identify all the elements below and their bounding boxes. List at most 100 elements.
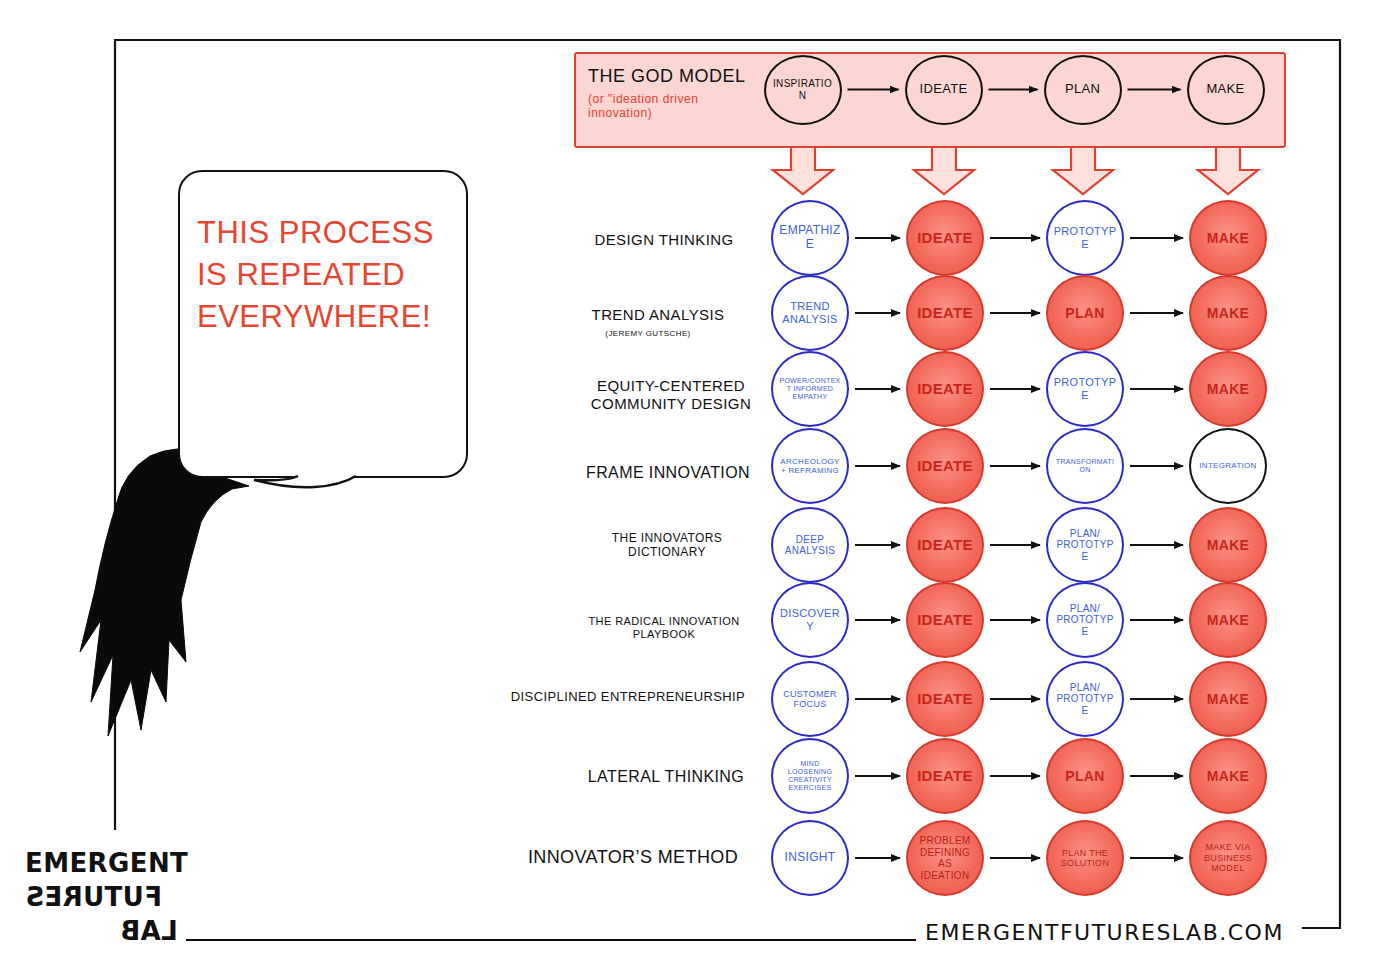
flow-arrow: [855, 698, 900, 700]
bubble-tail-fill: [254, 474, 356, 487]
flow-arrow: [1130, 857, 1183, 859]
row-label: FRAME INNOVATION: [563, 463, 773, 482]
circle-text: MAKE: [1193, 381, 1263, 397]
circle-text: PLAN/ PROTOTYPE: [1050, 603, 1120, 638]
stage-circle: EMPATHIZE: [771, 200, 849, 276]
flow-arrow: [1128, 89, 1181, 91]
ideation-circle: IDEATE: [906, 351, 984, 427]
flow-arrow: [1130, 312, 1183, 314]
ideation-circle: MAKE: [1189, 661, 1267, 737]
flow-arrow: [990, 619, 1040, 621]
logo-text: LAB: [120, 916, 178, 947]
model-subtitle: (or "ideation driven innovation): [588, 92, 728, 121]
row-label: EQUITY-CENTERED COMMUNITY DESIGN: [583, 377, 759, 413]
ideation-circle: MAKE VIA BUSINESS MODEL: [1189, 820, 1267, 896]
flow-arrow: [990, 237, 1040, 239]
stage-circle: PLAN/ PROTOTYPE: [1046, 507, 1124, 583]
circle-text: IDEATE: [910, 690, 980, 707]
flow-arrow: [848, 89, 899, 91]
flow-arrow: [990, 775, 1040, 777]
bubble-tail: [254, 476, 356, 487]
circle-text: DISCOVERY: [775, 607, 845, 632]
stage-circle: POWER/CONTEXT INFORMED EMPATHY: [771, 351, 849, 427]
hollow-arrow: [773, 147, 833, 194]
stage-circle: CUSTOMER FOCUS: [771, 661, 849, 737]
stage-circle: DEEP ANALYSIS: [771, 507, 849, 583]
circle-text: ARCHEOLOGY + REFRAMING: [775, 457, 845, 475]
flow-arrow: [990, 312, 1040, 314]
flow-arrow: [990, 544, 1040, 546]
circle-text: INSIGHT: [775, 851, 845, 865]
circle-text: IDEATE: [910, 380, 980, 397]
stage-circle: TRANSFORMATION: [1046, 428, 1124, 504]
stage-circle: PROTOTYPE: [1046, 200, 1124, 276]
stage-circle: DISCOVERY: [771, 582, 849, 658]
circle-text: TREND ANALYSIS: [775, 300, 845, 325]
flow-arrow: [855, 388, 900, 390]
ideation-circle: MAKE: [1189, 200, 1267, 276]
circle-text: PLAN: [1048, 82, 1118, 97]
stage-circle: IDEATE: [905, 55, 983, 125]
circle-text: MAKE VIA BUSINESS MODEL: [1193, 842, 1263, 873]
circle-text: MAKE: [1193, 230, 1263, 246]
frame-line: [186, 939, 916, 941]
circle-text: POWER/CONTEXT INFORMED EMPATHY: [775, 377, 845, 401]
circle-text: IDEATE: [910, 536, 980, 553]
row-label: INNOVATOR’S METHOD: [498, 847, 768, 869]
flow-arrow: [989, 89, 1038, 91]
circle-text: MIND LOOSENING CREATIVITY EXERCISES: [775, 760, 845, 792]
row-label: LATERAL THINKING: [561, 767, 771, 786]
circle-text: INSPIRATION: [768, 78, 838, 101]
hollow-arrow: [914, 147, 974, 194]
circle-text: PROBLEM DEFINING AS IDEATION: [910, 835, 980, 881]
ideation-circle: MAKE: [1189, 507, 1267, 583]
model-title: THE GOD MODEL: [588, 66, 788, 88]
flow-arrow: [855, 237, 900, 239]
circle-text: MAKE: [1191, 82, 1261, 97]
ideation-circle: IDEATE: [906, 200, 984, 276]
crow-illustration: [80, 449, 250, 736]
stage-circle: MIND LOOSENING CREATIVITY EXERCISES: [771, 738, 849, 814]
circle-text: PROTOTYPE: [1050, 376, 1120, 401]
circle-text: IDEATE: [910, 611, 980, 628]
ideation-circle: IDEATE: [906, 507, 984, 583]
stage-circle: PLAN/ PROTOTYPE: [1046, 582, 1124, 658]
ideation-circle: IDEATE: [906, 428, 984, 504]
stage-circle: PROTOTYPE: [1046, 351, 1124, 427]
flow-arrow: [990, 857, 1040, 859]
circle-text: CUSTOMER FOCUS: [775, 689, 845, 710]
circle-text: MAKE: [1193, 768, 1263, 784]
row-label: (JEREMY GUTSCHE): [583, 329, 713, 339]
logo-text: EMERGENT: [25, 848, 188, 879]
ideation-circle: PLAN THE SOLUTION: [1046, 820, 1124, 896]
flow-arrow: [855, 619, 900, 621]
circle-text: PLAN/ PROTOTYPE: [1050, 528, 1120, 563]
stage-circle: ARCHEOLOGY + REFRAMING: [771, 428, 849, 504]
flow-arrow: [990, 698, 1040, 700]
circle-text: MAKE: [1193, 612, 1263, 628]
circle-text: TRANSFORMATION: [1050, 458, 1120, 474]
flow-arrow: [1130, 465, 1183, 467]
flow-arrow: [855, 465, 900, 467]
flow-arrow: [990, 465, 1040, 467]
circle-text: DEEP ANALYSIS: [775, 534, 845, 557]
flow-arrow: [855, 775, 900, 777]
ideation-circle: IDEATE: [906, 275, 984, 351]
ideation-circle: MAKE: [1189, 351, 1267, 427]
hollow-arrow: [1198, 147, 1258, 194]
row-label: DESIGN THINKING: [569, 231, 759, 249]
circle-text: PLAN: [1050, 305, 1120, 321]
flow-arrow: [1130, 775, 1183, 777]
ideation-circle: PROBLEM DEFINING AS IDEATION: [906, 820, 984, 896]
circle-text: IDEATE: [910, 229, 980, 246]
circle-text: PLAN/ PROTOTYPE: [1050, 682, 1120, 717]
flow-arrow: [855, 312, 900, 314]
row-label: THE INNOVATORS DICTIONARY: [606, 531, 728, 560]
circle-text: IDEATE: [909, 82, 979, 97]
logo-text: FUTURES: [25, 882, 162, 913]
ideation-circle: MAKE: [1189, 582, 1267, 658]
circle-text: PROTOTYPE: [1050, 225, 1120, 250]
flow-arrow: [855, 857, 900, 859]
